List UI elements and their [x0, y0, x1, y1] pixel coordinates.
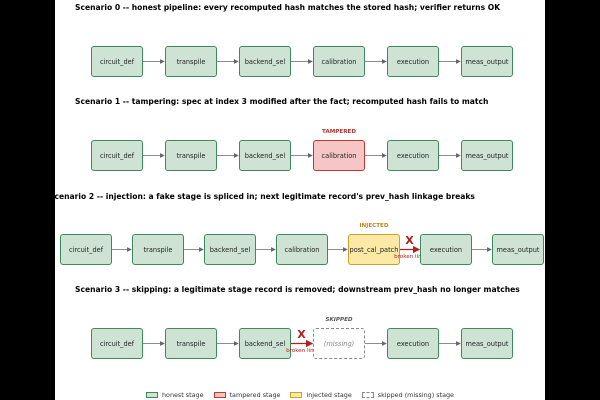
- legend-swatch-injected: [290, 392, 303, 398]
- stage-box-honest: backend_sel: [239, 328, 291, 359]
- broken-link-label: broken link: [394, 253, 425, 260]
- scenario-title: Scenario 0 -- honest pipeline: every rec…: [75, 3, 501, 12]
- legend-item-injected: injected stage: [290, 391, 352, 399]
- stage-tag-injected: INJECTED: [359, 223, 389, 229]
- broken-link-x-icon: X: [405, 233, 414, 247]
- stage-box-honest: transpile: [165, 328, 217, 359]
- scenario-title: Scenario 1 -- tampering: spec at index 3…: [75, 97, 489, 106]
- legend-label: honest stage: [161, 391, 204, 399]
- stage-box-injected: post_cal_patch: [348, 234, 400, 265]
- scenario-title: Scenario 3 -- skipping: a legitimate sta…: [75, 285, 520, 294]
- stage-box-honest: execution: [387, 140, 439, 171]
- stage-box-honest: calibration: [276, 234, 328, 265]
- stage-box-skipped: (missing): [313, 328, 365, 359]
- stage-box-honest: backend_sel: [204, 234, 256, 265]
- legend-item-tampered: tampered stage: [213, 391, 281, 399]
- stage-box-honest: execution: [387, 46, 439, 77]
- stage-box-honest: meas_output: [492, 234, 544, 265]
- legend-label: skipped (missing) stage: [377, 391, 454, 399]
- legend-swatch-honest: [145, 392, 158, 398]
- legend-swatch-skipped: [361, 392, 374, 398]
- broken-link-label: broken link: [286, 347, 317, 354]
- stage-box-honest: transpile: [132, 234, 184, 265]
- stage-box-honest: meas_output: [461, 46, 513, 77]
- stage-box-honest: circuit_def: [91, 140, 143, 171]
- stage-box-honest: execution: [387, 328, 439, 359]
- legend: honest stage tampered stage injected stage…: [55, 390, 545, 400]
- stage-box-honest: circuit_def: [60, 234, 112, 265]
- stage-box-honest: circuit_def: [91, 328, 143, 359]
- pipeline-diagram: Scenario 0 -- honest pipeline: every rec…: [49, 0, 545, 400]
- link-arrows: [112, 59, 492, 348]
- stage-box-tampered: calibration: [313, 140, 365, 171]
- legend-item-skipped: skipped (missing) stage: [361, 391, 454, 399]
- legend-swatch-tampered: [213, 392, 226, 398]
- stage-box-honest: execution: [420, 234, 472, 265]
- stage-box-honest: transpile: [165, 140, 217, 171]
- stage-box-honest: calibration: [313, 46, 365, 77]
- legend-label: tampered stage: [229, 391, 281, 399]
- broken-link-x-icon: X: [297, 327, 306, 341]
- stage-box-honest: meas_output: [461, 328, 513, 359]
- scenario-title: Scenario 2 -- injection: a fake stage is…: [49, 192, 475, 201]
- stage-box-honest: circuit_def: [91, 46, 143, 77]
- stage-box-honest: meas_output: [461, 140, 513, 171]
- stage-tag-tampered: TAMPERED: [322, 129, 356, 135]
- legend-label: injected stage: [306, 391, 352, 399]
- legend-item-honest: honest stage: [145, 391, 204, 399]
- stage-box-honest: transpile: [165, 46, 217, 77]
- stage-box-honest: backend_sel: [239, 140, 291, 171]
- stage-box-honest: backend_sel: [239, 46, 291, 77]
- stage-tag-skipped: SKIPPED: [325, 317, 353, 323]
